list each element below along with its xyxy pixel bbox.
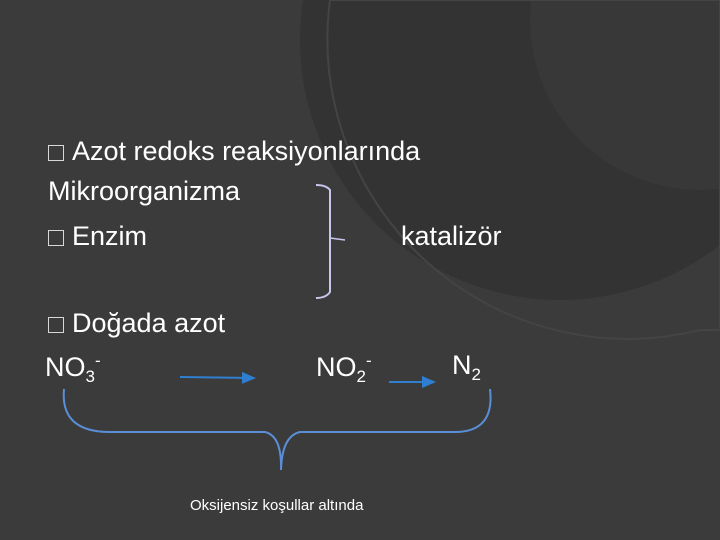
bullet-line-1: Azot redoks reaksiyonlarında: [48, 138, 420, 165]
bullet-text-4: Doğada azot: [72, 308, 226, 338]
bullet-box-icon: [48, 145, 64, 161]
bullet-box-icon: [48, 230, 64, 246]
no2-base: NO: [316, 352, 357, 382]
bullet-line-2: Mikroorganizma: [48, 176, 241, 206]
background-arc-line: [326, 0, 720, 340]
no3-formula: NO3-: [45, 352, 101, 385]
bullet-line-3: Enzim: [48, 223, 147, 250]
caption-text: Oksijensiz koşullar altında: [190, 497, 364, 514]
n2-formula: N2: [452, 350, 481, 384]
n2-base: N: [452, 350, 472, 380]
background-arc-small: [530, 0, 720, 190]
no2-superscript: -: [365, 351, 372, 370]
katalizor-label: katalizör: [401, 221, 502, 251]
no2-formula: NO2-: [316, 352, 372, 385]
bullet-text-3: Enzim: [72, 221, 148, 251]
no3-subscript: 3: [85, 367, 95, 386]
bullet-line-4: Doğada azot: [48, 310, 225, 337]
n2-subscript: 2: [471, 365, 481, 384]
no3-base: NO: [45, 352, 86, 382]
bullet-box-icon: [48, 317, 64, 333]
bullet-text-1: Azot redoks reaksiyonlarında: [72, 136, 421, 166]
no3-superscript: -: [94, 351, 101, 370]
no2-subscript: 2: [356, 367, 366, 386]
